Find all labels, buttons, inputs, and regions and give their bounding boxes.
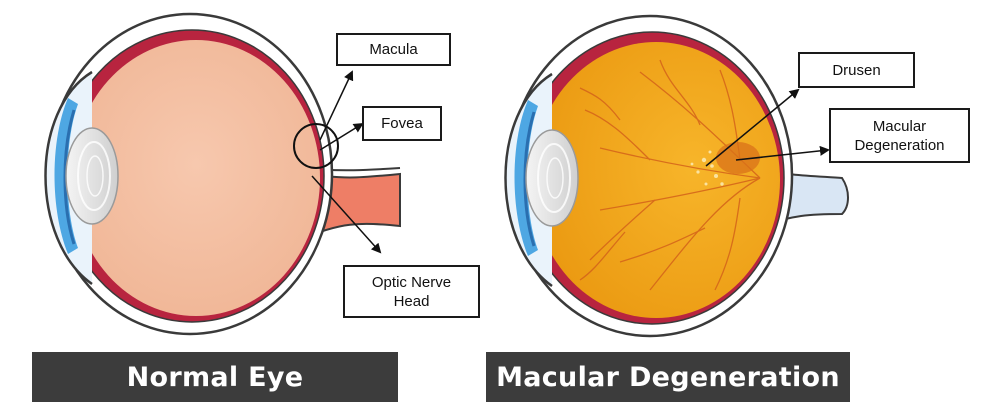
normal-eye-caption: Normal Eye	[32, 352, 398, 402]
degeneration-patch	[716, 142, 760, 174]
macular-degeneration-pointer	[735, 145, 830, 161]
drusen-dots	[690, 150, 724, 186]
degenerated-eye-illustration	[504, 14, 849, 338]
fovea-pointer	[319, 122, 364, 151]
fovea-label: Fovea	[362, 106, 442, 141]
macula-label: Macula	[336, 33, 451, 66]
degenerated-retina	[532, 42, 780, 318]
macula-pointer	[319, 70, 354, 141]
drusen-label-text: Drusen	[832, 61, 881, 79]
optic-nerve-head-label: Optic Nerve Head	[343, 265, 480, 318]
normal-eye-illustration	[44, 12, 401, 336]
fovea-label-text: Fovea	[381, 115, 423, 132]
macular-degeneration-caption: Macular Degeneration	[486, 352, 850, 402]
macula-marker-circle	[293, 123, 339, 169]
normal-retina	[72, 40, 320, 316]
drusen-pointer	[705, 88, 800, 167]
macular-degeneration-label-text: Macular Degeneration	[854, 117, 945, 154]
macular-degeneration-caption-text: Macular Degeneration	[496, 361, 840, 393]
retinal-vessels	[579, 59, 761, 291]
drusen-label: Drusen	[798, 52, 915, 88]
normal-eye-caption-text: Normal Eye	[126, 361, 304, 393]
optic-nerve-head-label-text: Optic Nerve Head	[371, 273, 452, 310]
macula-label-text: Macula	[369, 41, 418, 58]
macular-degeneration-label: Macular Degeneration	[829, 108, 970, 163]
optic-nerve-head-pointer	[311, 175, 382, 254]
